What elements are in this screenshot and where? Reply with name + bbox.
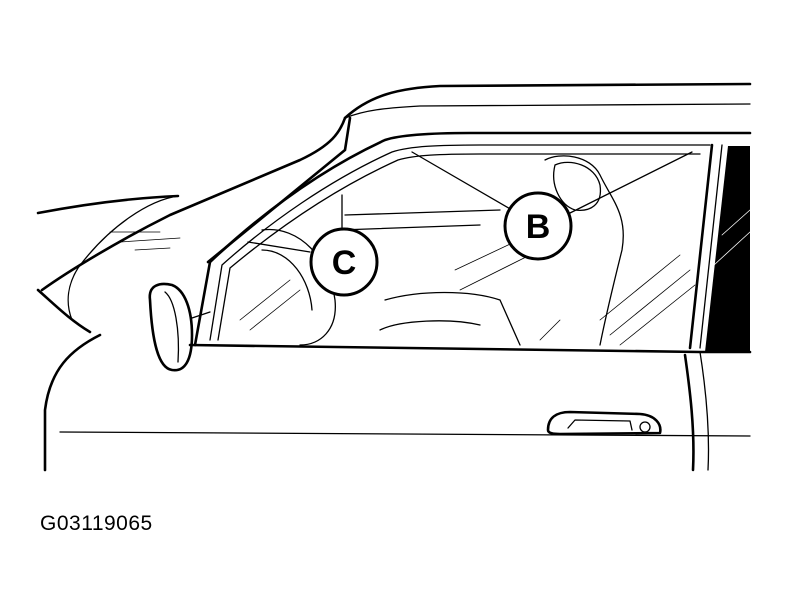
- reflection-line: [119, 237, 181, 243]
- roof-inner-line: [344, 103, 751, 119]
- hood-front: [36, 288, 92, 334]
- callout-b: B: [503, 191, 573, 261]
- callout-c-label: C: [332, 244, 357, 282]
- callout-b-leader-1: [411, 151, 513, 211]
- pillar-highlight: [713, 231, 751, 266]
- window-frame-outer: [193, 131, 752, 347]
- callout-c-leader-2: [247, 241, 311, 253]
- figure-id-label: G03119065: [40, 512, 153, 535]
- callout-b-leader-2: [565, 151, 693, 216]
- b-pillar-back: [699, 144, 723, 349]
- a-pillar-outer: [40, 116, 347, 292]
- door-rear-edge: [683, 353, 695, 472]
- mirror-inner-line: [164, 291, 180, 363]
- reflection-line: [134, 247, 171, 251]
- door-rear-edge-2: [699, 351, 710, 471]
- glass-reflection: [239, 279, 291, 321]
- seat-cushion: [384, 291, 521, 346]
- door-handle[interactable]: [546, 410, 662, 436]
- dash-line-2: [339, 224, 481, 231]
- pillar-highlight: [721, 209, 751, 236]
- side-mirror[interactable]: [148, 282, 194, 372]
- door-handle-grip: [567, 419, 633, 431]
- glass-reflection: [609, 269, 691, 336]
- callout-c: C: [309, 227, 379, 297]
- b-pillar-dark-strip: [705, 146, 750, 352]
- glass-reflection: [599, 254, 681, 321]
- steering-wheel-inner: [261, 249, 313, 311]
- glass-reflection: [619, 284, 696, 346]
- roof-outline: [343, 82, 752, 120]
- belt-line: [188, 343, 752, 354]
- b-pillar-front: [688, 143, 714, 350]
- dash-line: [344, 209, 501, 216]
- glass-reflection: [249, 289, 301, 331]
- hood-top-line: [36, 194, 180, 215]
- glass-reflection: [539, 319, 561, 341]
- door-crease: [59, 431, 751, 437]
- callout-b-label: B: [526, 208, 551, 246]
- windshield-glass-edge: [67, 195, 179, 321]
- door-lock-cylinder: [639, 421, 651, 433]
- mirror-arm: [191, 311, 211, 319]
- window-frame-inner: [209, 144, 711, 341]
- seat-back: [544, 155, 624, 346]
- seat-side: [379, 320, 481, 331]
- headrest: [553, 161, 602, 211]
- door-outline: [43, 333, 102, 472]
- window-frame-inner-2: [217, 153, 701, 341]
